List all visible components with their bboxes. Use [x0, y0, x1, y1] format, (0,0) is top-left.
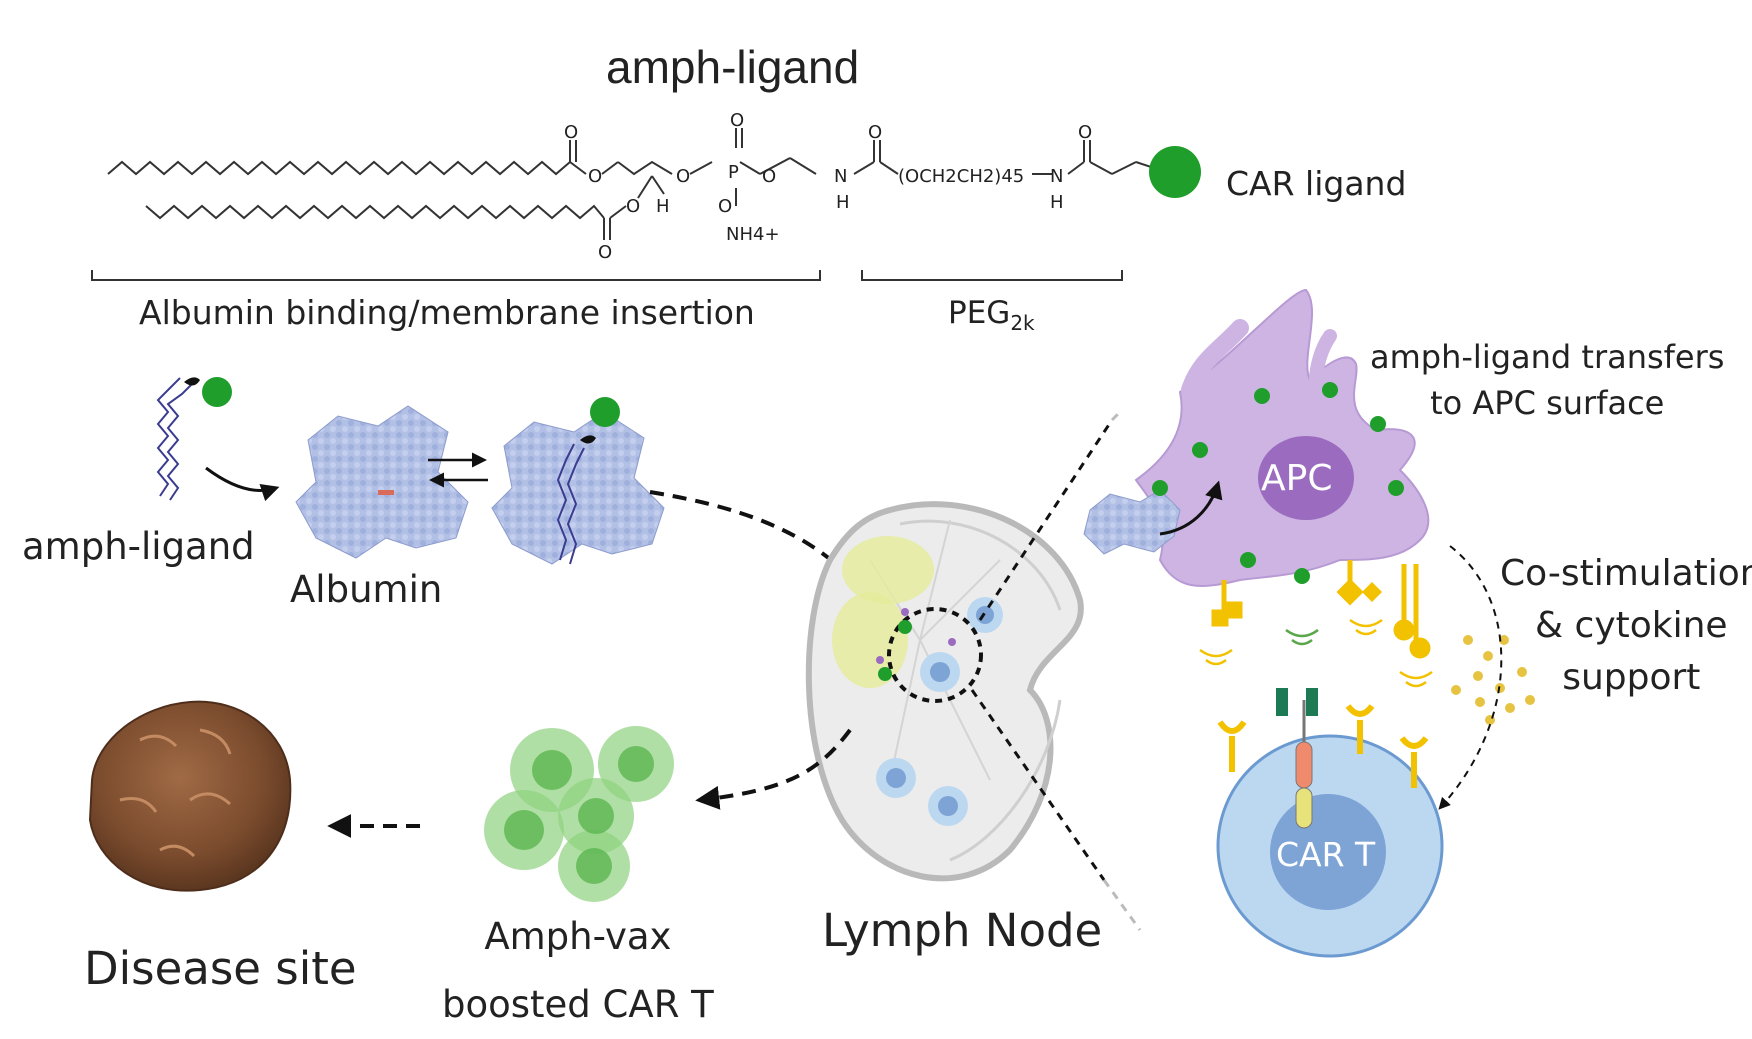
cytokine-dots	[1451, 635, 1535, 725]
chemical-atom-labels: O O O H O P O O NH4+ O N H O (OCH2CH2)45…	[564, 110, 1092, 263]
costim-line-2: & cytokine	[1535, 605, 1728, 646]
ammonium: NH4+	[726, 224, 780, 245]
zoom-lines	[970, 408, 1142, 931]
amphvax-label: Amph-vax boosted CAR T	[442, 903, 714, 1039]
costim-arrow	[1438, 545, 1503, 810]
transfer-line-1: amph-ligand transfers	[1370, 338, 1725, 376]
peg-subscript: 2k	[1010, 311, 1035, 335]
disease-site-label: Disease site	[84, 942, 357, 995]
lipid-chain-lower	[145, 204, 605, 220]
lymph-node	[805, 501, 1084, 882]
atom-n: N	[1050, 166, 1063, 187]
albumin-bound-complex	[491, 397, 665, 565]
transfer-line-2: to APC surface	[1430, 384, 1665, 422]
transfer-arrow	[1159, 480, 1223, 536]
costim-line-3: support	[1562, 657, 1701, 698]
atom-h: H	[836, 192, 850, 213]
segment-brackets	[91, 270, 1123, 281]
atom-h: H	[656, 196, 670, 217]
atom-o: O	[1078, 122, 1092, 143]
atom-o: O	[598, 242, 612, 263]
segment-albumin-binding-label: Albumin binding/membrane insertion	[139, 293, 755, 332]
atom-o: O	[588, 166, 602, 187]
binding-arrow	[205, 466, 280, 502]
amphvax-car-t-cluster	[484, 726, 674, 902]
lipid-chain-upper	[107, 160, 571, 176]
costim-label: Co-stimulation & cytokine support	[1500, 548, 1752, 704]
atom-o: O	[868, 122, 882, 143]
atom-o: O	[762, 166, 776, 187]
segment-peg-label: PEG2k	[948, 295, 1035, 335]
apc-label: APC	[1261, 458, 1333, 499]
amphvax-line-2: boosted CAR T	[442, 983, 714, 1026]
atom-o: O	[676, 166, 690, 187]
amph-ligand-molecule	[156, 377, 232, 501]
chemical-structure	[107, 128, 1161, 240]
costim-line-1: Co-stimulation	[1500, 553, 1752, 594]
apc-receptors	[1211, 560, 1431, 659]
apc-cell	[1134, 288, 1430, 587]
peg-repeat: (OCH2CH2)45	[898, 166, 1024, 187]
amph-ligand-label: amph-ligand	[22, 525, 255, 568]
diagram-title: amph-ligand	[606, 41, 860, 93]
albumin-label: Albumin	[290, 568, 443, 611]
car-ligand-sphere	[1149, 146, 1201, 198]
exit-lymph-arrow	[695, 728, 852, 810]
transfer-label: amph-ligand transfers to APC surface	[1370, 334, 1724, 426]
atom-o: O	[626, 196, 640, 217]
atom-n: N	[834, 166, 847, 187]
albumin-transfer-complex	[1083, 480, 1181, 555]
amphvax-line-1: Amph-vax	[484, 915, 672, 958]
albumin-protein	[295, 405, 469, 559]
atom-o-neg: O	[718, 196, 732, 217]
tumor	[88, 700, 292, 892]
atom-o: O	[730, 110, 744, 131]
atom-o: O	[564, 122, 578, 143]
lymph-node-label: Lymph Node	[822, 904, 1103, 957]
car-t-label: CAR T	[1276, 835, 1376, 874]
atom-h: H	[1050, 192, 1064, 213]
car-t-cell	[1216, 688, 1444, 958]
atom-p: P	[728, 162, 739, 183]
equilibrium-arrows	[428, 452, 488, 488]
peg-text: PEG	[948, 295, 1011, 331]
signal-waves	[1199, 618, 1433, 688]
car-ligand-label: CAR ligand	[1226, 164, 1407, 203]
